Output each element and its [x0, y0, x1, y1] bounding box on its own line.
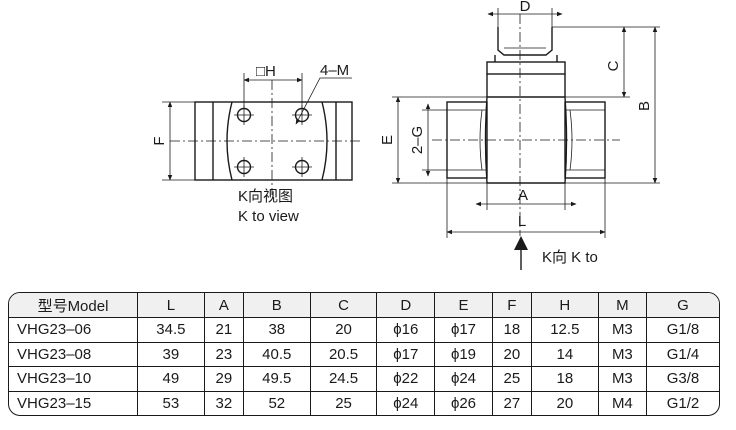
table-header-row: 型号Model L A B C D E F H M G: [9, 293, 719, 318]
cell-d: ϕ22: [377, 367, 436, 392]
f-dimension-label: F: [151, 136, 168, 145]
table-row: VHG23–06 34.5 21 38 20 ϕ16 ϕ17 18 12.5 M…: [9, 318, 719, 343]
h-dimension-label: □H: [256, 63, 276, 80]
cell-l: 49: [138, 367, 205, 392]
c-dimension-label: C: [605, 60, 622, 71]
cell-d: ϕ16: [377, 318, 436, 343]
cell-g: G1/8: [647, 318, 719, 343]
cell-f: 27: [493, 391, 532, 415]
table-row: VHG23–10 49 29 49.5 24.5 ϕ22 ϕ24 25 18 M…: [9, 367, 719, 392]
table-row: VHG23–15 53 32 52 25 ϕ24 ϕ26 27 20 M4 G1…: [9, 391, 719, 415]
cell-model: VHG23–15: [9, 391, 138, 415]
header-a: A: [204, 293, 244, 318]
cell-g: G1/2: [666, 394, 700, 412]
cell-a: 23: [204, 342, 244, 368]
thread-count-label: 4–M: [320, 62, 349, 79]
cell-m: M3: [598, 342, 648, 368]
collar: [486, 61, 566, 75]
cell-c: 25: [311, 391, 378, 415]
cell-b: 49.5: [243, 367, 311, 392]
k-view: □H 4–M F K向视图 K to view: [151, 62, 362, 225]
header-m: M: [598, 293, 648, 318]
g-dimension-label: 2–G: [409, 126, 426, 154]
cell-m: M4: [599, 391, 648, 415]
spec-table: 型号Model L A B C D E F H M G VHG23–06 34.…: [8, 292, 720, 416]
cell-l: 53: [138, 391, 205, 415]
front-view: D C B E 2–G A L K向 K to: [379, 0, 660, 270]
cell-m: M3: [598, 318, 648, 343]
d-dimension-label: D: [520, 0, 531, 15]
header-f: F: [492, 293, 532, 318]
cell-f: 20: [492, 342, 532, 368]
header-d: D: [377, 293, 436, 318]
header-b: B: [243, 293, 311, 318]
b-dimension-label: B: [636, 101, 653, 111]
cell-g: G1/4: [647, 343, 719, 368]
top-stem: [497, 27, 553, 56]
cell-f: 18: [492, 318, 532, 343]
header-model: 型号Model: [9, 293, 138, 318]
cell-l: 34.5: [138, 318, 205, 343]
cell-b: 40.5: [243, 342, 311, 368]
cell-e: ϕ24: [435, 367, 493, 392]
cell-model: VHG23–08: [9, 342, 138, 368]
cell-b: 52: [244, 391, 311, 415]
cell-m: M3: [598, 367, 648, 392]
header-e: E: [435, 293, 493, 318]
cell-h: 18: [531, 367, 599, 392]
a-dimension-label: A: [518, 187, 528, 204]
header-h: H: [531, 293, 599, 318]
cell-e: ϕ19: [435, 342, 493, 368]
header-g: G: [647, 293, 719, 318]
cell-g: G3/8: [647, 367, 719, 392]
cell-a: 32: [205, 391, 244, 415]
header-l: L: [138, 293, 205, 318]
cell-c: 20.5: [310, 342, 378, 368]
cell-f: 25: [492, 367, 532, 392]
cell-h: 12.5: [531, 318, 599, 343]
spec-table-grid: 型号Model L A B C D E F H M G VHG23–06 34.…: [8, 292, 720, 416]
l-dimension-label: L: [518, 213, 526, 230]
cell-c: 24.5: [310, 367, 378, 392]
e-dimension-label: E: [379, 135, 396, 145]
header-c: C: [310, 293, 378, 318]
cell-h: 14: [531, 342, 599, 368]
k-view-caption-en: K to view: [238, 208, 299, 225]
cell-b: 38: [243, 318, 311, 343]
table-row: VHG23–08 39 23 40.5 20.5 ϕ17 ϕ19 20 14 M…: [9, 342, 719, 368]
cell-c: 20: [310, 318, 378, 343]
cell-l: 39: [138, 342, 205, 368]
cell-model: VHG23–06: [9, 318, 138, 343]
cell-d: ϕ24: [377, 391, 436, 415]
cell-e: ϕ17: [435, 318, 493, 343]
cell-a: 21: [204, 318, 244, 343]
cell-a: 29: [204, 367, 244, 392]
cell-h: 20: [532, 391, 599, 415]
k-direction-label: K向 K to: [542, 249, 598, 266]
mounting-holes: [234, 105, 312, 177]
cell-d: ϕ17: [377, 342, 436, 368]
cell-e: ϕ26: [435, 391, 493, 415]
technical-drawing: □H 4–M F K向视图 K to view: [151, 0, 660, 270]
cell-model: VHG23–10: [9, 367, 138, 392]
k-view-caption-cn: K向视图: [238, 188, 293, 205]
